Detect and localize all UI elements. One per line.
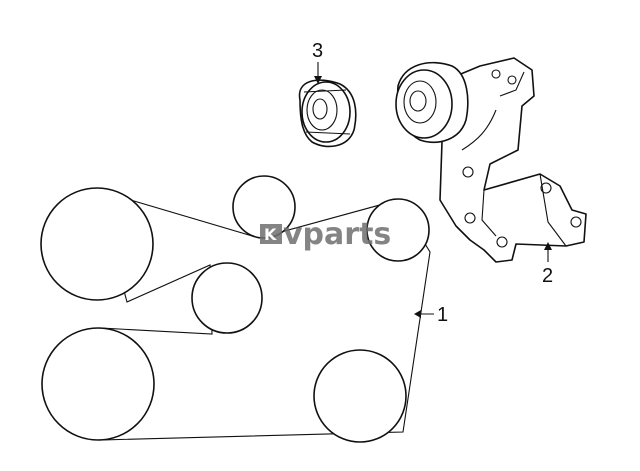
- watermark-logo: K vparts: [260, 217, 391, 252]
- pulley-bottom-right: [313, 349, 407, 443]
- serpentine-belt: [40, 175, 431, 443]
- pulley-bottom-left: [41, 327, 155, 441]
- callout-1: 1: [414, 304, 448, 326]
- callout-1-label: 1: [437, 304, 448, 326]
- pulley-right-upper: [366, 198, 430, 262]
- pulley-idler-middle: [191, 262, 263, 334]
- watermark-logo-letter: K: [264, 225, 277, 244]
- watermark-text: vparts: [283, 217, 391, 252]
- watermark-logo-badge: [260, 224, 282, 244]
- callout-3: 3: [312, 40, 323, 84]
- callout-2-label: 2: [542, 265, 553, 287]
- idler-pulley: [298, 79, 357, 148]
- pulley-crankshaft-left: [40, 187, 154, 301]
- tensioner-assembly: [395, 57, 587, 263]
- callout-2: 2: [542, 242, 553, 287]
- callout-3-label: 3: [312, 40, 323, 62]
